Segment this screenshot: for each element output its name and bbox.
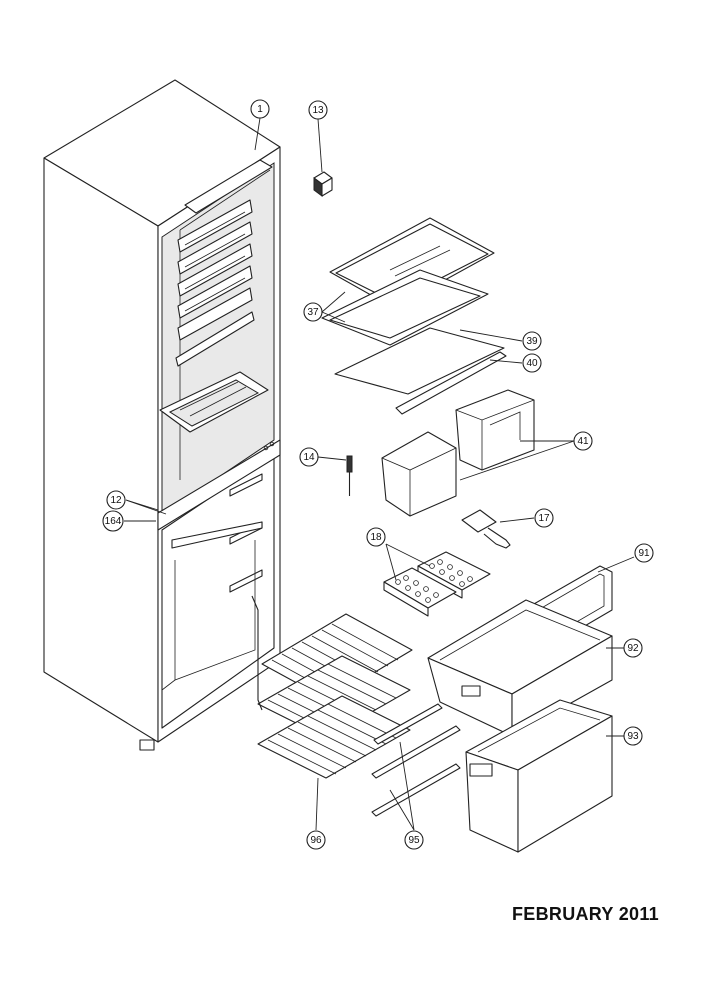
refrigerator-cabinet bbox=[43, 79, 281, 751]
callout-93: 93 bbox=[623, 726, 643, 746]
ice-scraper-part bbox=[461, 509, 511, 549]
thermostat-switch-part bbox=[313, 171, 333, 197]
callout-circle bbox=[303, 302, 323, 322]
callout-number: 18 bbox=[370, 532, 382, 543]
callout-13: 13 bbox=[308, 100, 328, 120]
callout-circle bbox=[522, 331, 542, 351]
shelf-trim-strip bbox=[395, 351, 507, 415]
callout-number: 39 bbox=[526, 336, 538, 347]
callout-number: 93 bbox=[627, 731, 639, 742]
footer-date-label: FEBRUARY 2011 bbox=[512, 904, 659, 924]
glass-pane bbox=[334, 327, 505, 395]
callout-41: 41 bbox=[573, 431, 593, 451]
callout-number: 12 bbox=[110, 495, 122, 506]
door-bin-right bbox=[455, 389, 535, 471]
callout-circle bbox=[623, 726, 643, 746]
refrigerant-tube bbox=[251, 595, 263, 711]
door-bin-left bbox=[381, 431, 457, 517]
callout-39: 39 bbox=[522, 331, 542, 351]
callout-1: 1 bbox=[250, 99, 270, 119]
callout-91: 91 bbox=[634, 543, 654, 563]
callout-circle bbox=[306, 830, 326, 850]
callout-circle bbox=[366, 527, 386, 547]
callout-96: 96 bbox=[306, 830, 326, 850]
callout-number: 14 bbox=[303, 452, 315, 463]
callout-number: 1 bbox=[257, 104, 263, 115]
callout-number: 96 bbox=[310, 835, 322, 846]
callout-17: 17 bbox=[534, 508, 554, 528]
callout-number: 92 bbox=[627, 643, 639, 654]
callout-number: 91 bbox=[638, 548, 650, 559]
callout-circle bbox=[106, 490, 126, 510]
callout-18: 18 bbox=[366, 527, 386, 547]
lamp-holder-part bbox=[346, 455, 353, 496]
drawer-rails bbox=[371, 703, 461, 817]
callout-circle bbox=[573, 431, 593, 451]
callout-14: 14 bbox=[299, 447, 319, 467]
callout-number: 37 bbox=[307, 307, 319, 318]
ice-cube-tray-front bbox=[383, 567, 457, 617]
wire-shelf-bottom bbox=[257, 695, 411, 779]
glass-shelf-upper bbox=[329, 217, 495, 309]
callout-circle bbox=[623, 638, 643, 658]
freezer-drawer-upper bbox=[427, 599, 613, 737]
callout-number: 13 bbox=[312, 105, 324, 116]
callout-circle bbox=[250, 99, 270, 119]
callout-number: 40 bbox=[526, 358, 538, 369]
callout-37: 37 bbox=[303, 302, 323, 322]
callout-circle bbox=[404, 830, 424, 850]
callout-number: 17 bbox=[538, 513, 550, 524]
callout-circle bbox=[634, 543, 654, 563]
callout-circle bbox=[308, 100, 328, 120]
callout-circle bbox=[522, 353, 542, 373]
callout-number: 41 bbox=[577, 436, 589, 447]
callout-circle bbox=[534, 508, 554, 528]
freezer-drawer-lower bbox=[465, 699, 613, 853]
leader-lines bbox=[124, 117, 635, 831]
callout-95: 95 bbox=[404, 830, 424, 850]
callout-40: 40 bbox=[522, 353, 542, 373]
callout-164: 164 bbox=[102, 510, 124, 532]
evaporator-fins bbox=[177, 199, 253, 341]
glass-shelf-middle bbox=[321, 269, 489, 346]
callout-number: 95 bbox=[408, 835, 420, 846]
callout-layer: 1 13 37 39 40 41 14 17 12 164 18 91 92 93 96 95 bbox=[102, 99, 654, 850]
callout-circle bbox=[102, 510, 124, 532]
callout-number: 164 bbox=[105, 516, 122, 527]
callout-circle bbox=[299, 447, 319, 467]
callout-12: 12 bbox=[106, 490, 126, 510]
callout-92: 92 bbox=[623, 638, 643, 658]
